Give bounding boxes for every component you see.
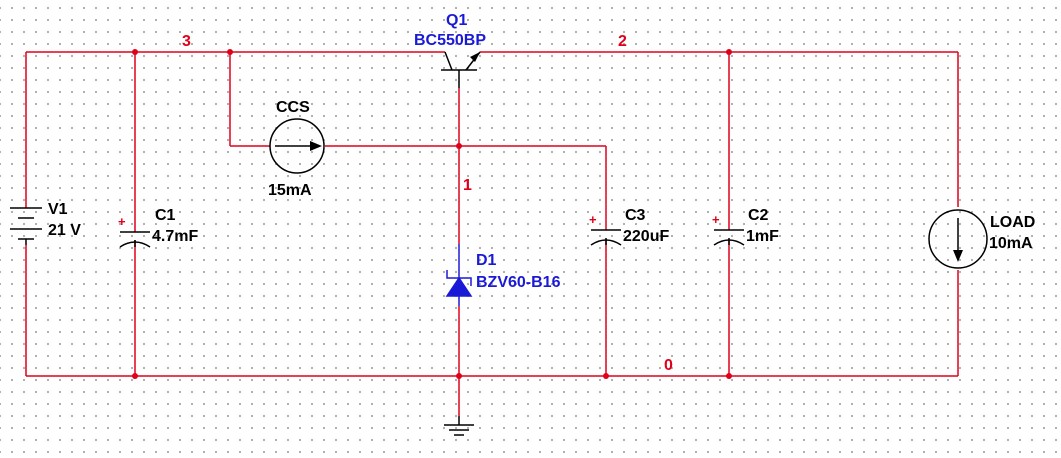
c2-capacitor-symbol[interactable] [713, 229, 745, 246]
load-value-label: 10mA [989, 235, 1033, 252]
v1-ref-label: V1 [48, 201, 68, 218]
d1-part-label: BZV60-B16 [476, 274, 561, 291]
c3-value-label: 220uF [623, 228, 669, 245]
net-label-2: 2 [618, 33, 627, 50]
wires [25, 51, 959, 416]
junction-dots [132, 49, 732, 379]
ccs-ref-label: CCS [276, 99, 310, 116]
v1-value-label: 21 V [48, 222, 81, 239]
net-label-1: 1 [463, 177, 472, 194]
q1-transistor-symbol[interactable] [441, 51, 481, 88]
d1-zener-diode-symbol[interactable] [445, 244, 473, 306]
q1-ref-label: Q1 [446, 12, 467, 29]
c1-ref-label: C1 [155, 207, 176, 224]
ground-icon[interactable] [444, 416, 474, 436]
c1-polarity-mark: + [118, 214, 126, 229]
c2-ref-label: C2 [748, 207, 769, 224]
q1-part-label: BC550BP [414, 32, 486, 49]
c2-value-label: 1mF [746, 228, 779, 245]
net-label-3: 3 [182, 33, 191, 50]
c1-capacitor-symbol[interactable] [119, 231, 151, 248]
d1-ref-label: D1 [476, 252, 497, 269]
v1-battery-symbol[interactable] [10, 207, 42, 245]
c3-capacitor-symbol[interactable] [590, 229, 622, 246]
c1-value-label: 4.7mF [152, 228, 198, 245]
load-current-source-symbol[interactable] [928, 209, 988, 269]
c3-polarity-mark: + [589, 212, 597, 227]
ccs-current-source-symbol[interactable] [269, 118, 325, 174]
net-label-0: 0 [664, 357, 673, 374]
ccs-value-label: 15mA [268, 182, 312, 199]
load-ref-label: LOAD [990, 214, 1035, 231]
c3-ref-label: C3 [625, 207, 646, 224]
c2-polarity-mark: + [712, 212, 720, 227]
